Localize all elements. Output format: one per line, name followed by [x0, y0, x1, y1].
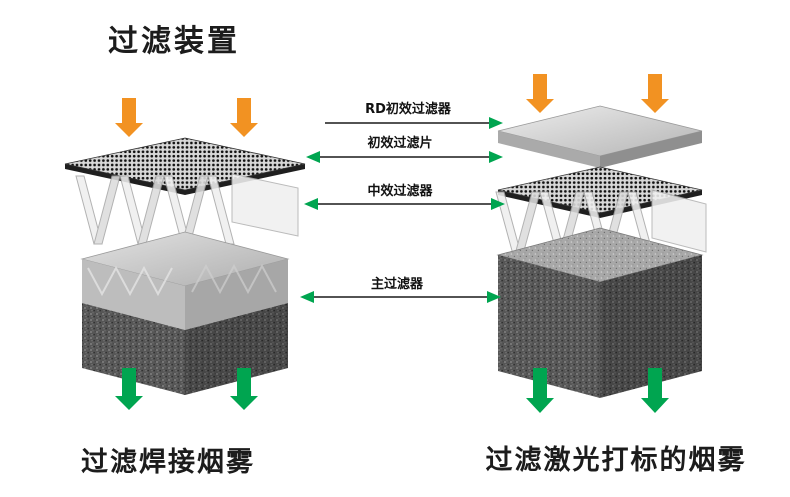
annotation-arrow-rd	[325, 117, 503, 129]
left-stack-graphic	[64, 98, 306, 410]
annotation-label-mesh: 初效过滤片	[367, 136, 433, 151]
right-stack-caption: 过滤激光打标的烟雾	[485, 445, 747, 476]
annotation-label-rd: RD初效过滤器	[365, 102, 451, 117]
right-rd-filter-slab	[497, 105, 703, 168]
annotation-label-main: 主过滤器	[370, 277, 424, 292]
annotation-arrow-main	[300, 291, 501, 303]
annotation-arrows	[300, 117, 505, 303]
annotation-label-medium: 中效过滤器	[367, 184, 433, 199]
annotation-arrow-mesh	[306, 151, 503, 163]
right-pleated-filter	[495, 189, 707, 259]
left-outflow-arrow-icons	[115, 368, 258, 410]
left-main-filter-cube	[80, 231, 290, 395]
left-inflow-arrow-icons	[115, 98, 258, 137]
diagram-title: 过滤装置	[108, 24, 240, 59]
left-stack-caption: 过滤焊接烟雾	[81, 447, 255, 478]
right-inflow-arrow-icons	[526, 74, 669, 113]
annotation-arrow-medium	[304, 198, 505, 210]
right-stack-graphic	[495, 74, 707, 413]
right-main-filter-cube	[496, 227, 704, 398]
right-outflow-arrow-icons	[526, 368, 669, 413]
